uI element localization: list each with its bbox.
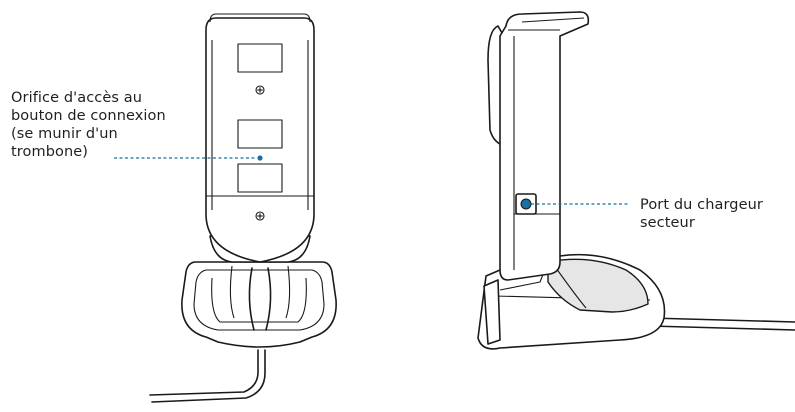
front-label-top: [237, 43, 283, 73]
front-view: [114, 13, 337, 403]
screw-icon: [255, 85, 265, 95]
connect-button-label-line: Orifice d'accès au: [11, 90, 143, 106]
connect-button-label-line: trombone): [11, 144, 89, 160]
connect-button-label-line: (se munir d'un: [11, 126, 118, 142]
charger-port-label: Port du chargeur secteur: [640, 196, 763, 232]
charger-port-label-line: secteur: [640, 215, 695, 231]
screw-icon: [255, 211, 265, 221]
side-view: [477, 11, 795, 350]
connect-button-label: Orifice d'accès au bouton de connexion (…: [11, 89, 166, 161]
connect-button-hole: [257, 155, 263, 161]
connect-button-label-line: bouton de connexion: [11, 108, 166, 124]
front-handset: [205, 17, 315, 263]
charger-port-label-line: Port du chargeur: [640, 197, 763, 213]
front-cradle: [181, 261, 337, 348]
side-cable: [649, 317, 795, 323]
side-handset: [499, 11, 590, 281]
front-label-bottom: [237, 163, 283, 193]
front-label-middle: [237, 119, 283, 149]
front-cable: [149, 349, 259, 396]
